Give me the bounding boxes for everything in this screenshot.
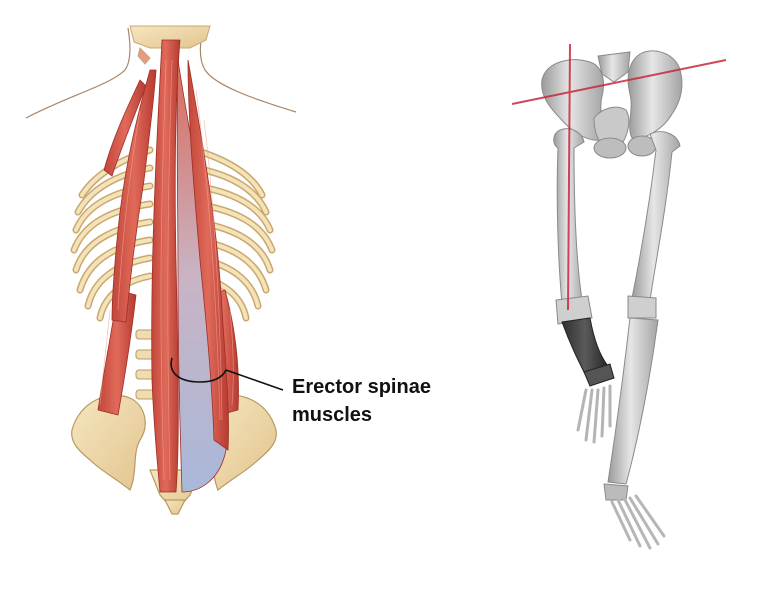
right-femur [627,131,681,319]
vertical-reference-line [567,43,571,311]
left-tibia [561,317,615,387]
erector-spinae-illustration [25,25,297,515]
back-muscles-drawing [25,25,297,515]
leader-line [225,369,284,391]
erector-spinae-label-line1: Erector spinae [292,376,431,398]
pelvic-tilt-line [511,59,727,105]
label-leader [170,357,284,391]
erector-spinae-label-line2: muscles [292,404,373,426]
skull-base [129,25,211,65]
muscle-fibers [99,59,234,481]
lower-limb-skeleton-illustration [490,0,764,592]
skeleton-drawing [511,43,727,550]
alignment-reference-lines [511,43,727,311]
left-foot [576,384,612,444]
muscle-encircle-curve [170,357,227,383]
right-foot [610,494,666,550]
erector-spinae-columns [103,39,229,493]
right-tibia [603,317,659,501]
left-femur [553,128,593,325]
